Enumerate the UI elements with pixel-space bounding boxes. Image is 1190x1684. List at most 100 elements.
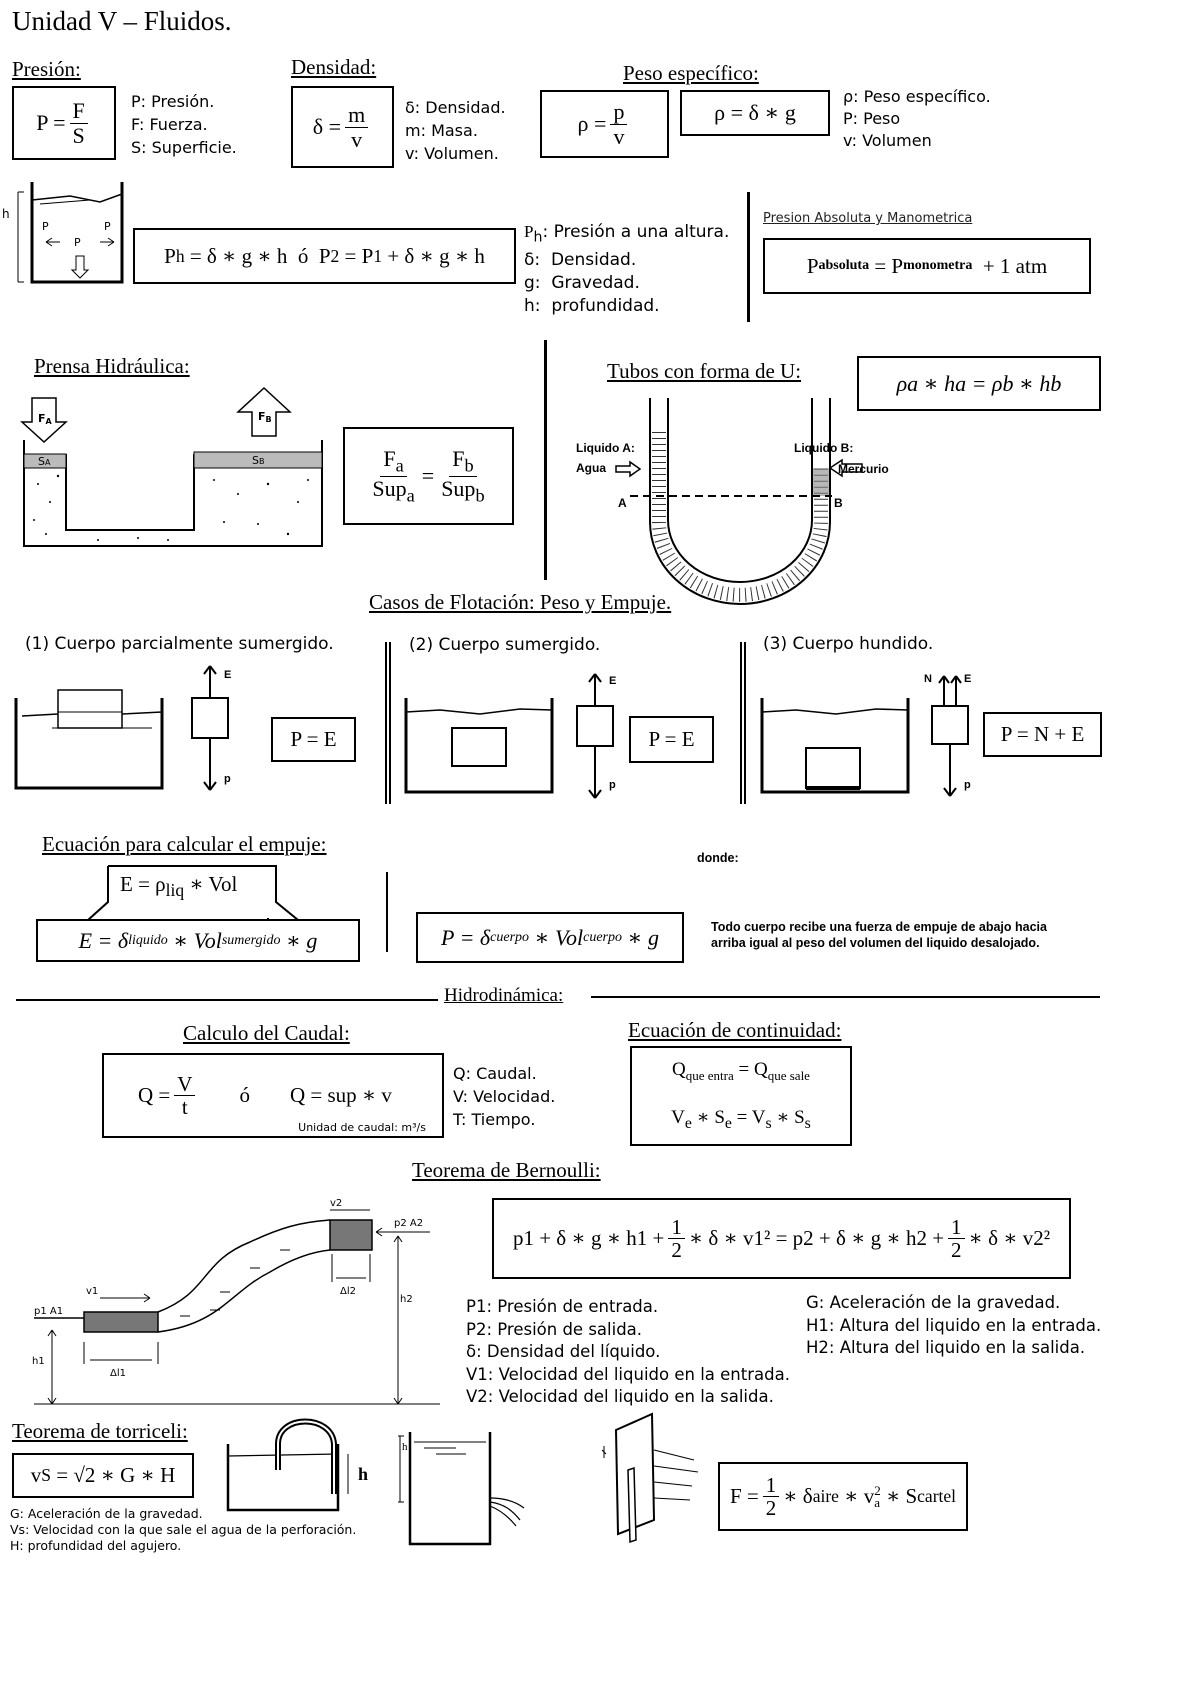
tubo-u-diagram: Liquido A: Agua Liquido B: Mercurio A B: [576, 398, 889, 605]
empuje-sub2: sumergido: [221, 932, 281, 948]
legend-line: H2: Altura del liquido en la salida.: [806, 1338, 1086, 1357]
legend-line: δ: Densidad.: [524, 249, 729, 272]
half-num: 1: [668, 1216, 685, 1239]
peso-mid: ∗ Vol: [529, 924, 584, 950]
caso-2-formula: P = E: [629, 716, 714, 763]
divider: [385, 642, 387, 804]
legend-line: H: profundidad del agujero.: [10, 1538, 182, 1553]
caso-1-formula: P = E: [271, 717, 356, 762]
liquido-b-label: Liquido B:: [794, 441, 853, 455]
dl1-label: Δl1: [110, 1368, 126, 1379]
presion-absoluta-title: Presion Absoluta y Manometrica: [763, 211, 973, 226]
p1-sub: 1: [373, 245, 383, 266]
empuje-title: Ecuación para calcular el empuje:: [42, 832, 327, 856]
cartel-num: 1: [762, 1474, 780, 1497]
legend-line: Ph: Presión a una altura.: [524, 220, 729, 249]
half-den: 2: [951, 1238, 962, 1262]
sifon-diagram: h: [226, 1418, 368, 1512]
prensa-diagram: FA FB SA SB: [20, 386, 323, 547]
pabs-sub: absoluta: [818, 258, 870, 273]
divider: [544, 340, 547, 580]
caso-3-label: (3) Cuerpo hundido.: [763, 634, 934, 654]
legend-text: : Presión a una altura.: [542, 222, 730, 242]
torricelli-sub: S: [41, 1465, 51, 1485]
half-den: 2: [671, 1238, 682, 1262]
v2-label: v2: [330, 1198, 342, 1209]
torricelli-rest: = √2 ∗ G ∗ H: [50, 1463, 176, 1487]
ph-sub: h: [175, 245, 185, 266]
p2-mid: = P: [339, 243, 374, 268]
cartel-sub1: aire: [812, 1486, 839, 1506]
legend-line: δ: Densidad.: [405, 98, 506, 117]
p2-symbol: P: [318, 243, 331, 268]
legend-sym: g:: [524, 273, 541, 294]
legend-line: V: Velocidad.: [453, 1087, 556, 1106]
legend-line: Q: Caudal.: [453, 1064, 537, 1083]
continuidad-line-2: Ve ∗ Se = Vs ∗ Ss: [671, 1107, 811, 1132]
legend-line: V1: Velocidad del liquido en la entrada.: [466, 1364, 790, 1384]
peso-especifico-title: Peso específico:: [623, 61, 759, 85]
divider: [744, 642, 746, 804]
liquido-a-label: Liquido A:: [576, 441, 635, 455]
cartel-sub2: a: [874, 1494, 880, 1510]
legend-sym: δ:: [524, 250, 541, 271]
pabs-rest: + 1 atm: [972, 253, 1048, 278]
prensa-title: Prensa Hidráulica:: [34, 354, 190, 378]
legend-line: h: profundidad.: [524, 295, 729, 318]
ph-symbol: P: [164, 243, 176, 268]
h1-label: h1: [32, 1356, 45, 1367]
bernoulli-end: ∗ δ ∗ v2²: [968, 1226, 1051, 1250]
empuje-label: E: [609, 675, 616, 687]
bernoulli-legend-left: P1: Presión de entrada. P2: Presión de s…: [466, 1296, 790, 1409]
peso-label: p: [609, 779, 616, 791]
hidrodinamica-title: Hidrodinámica:: [444, 985, 564, 1006]
pabs-eq: = P: [869, 253, 904, 278]
p-label: P: [74, 236, 81, 249]
legend-line: V2: Velocidad del liquido en la salida.: [466, 1387, 774, 1406]
divider: [747, 192, 750, 322]
legend-line: T: Tiempo.: [453, 1110, 536, 1129]
legend-text: Densidad.: [540, 250, 637, 271]
presion-altura-legend: Ph: Presión a una altura. δ: Densidad. g…: [524, 220, 729, 318]
cartel-rest1: ∗ δ: [783, 1484, 813, 1508]
cartel-sup2: 2: [874, 1482, 881, 1498]
peso-label: p: [964, 779, 971, 791]
pman-sub: monometra: [903, 258, 973, 273]
cartel-lhs: F =: [729, 1484, 759, 1508]
divider: [740, 642, 742, 804]
note-line: arriba igual al peso del volumen del liq…: [711, 936, 1040, 950]
empuje-upper-formula: E = ρliq ∗ Vol: [120, 872, 237, 901]
bernoulli-legend-right: G: Aceleración de la gravedad. H1: Altur…: [806, 1292, 1101, 1360]
legend-line: H1: Altura del liquido en la entrada.: [806, 1315, 1102, 1335]
cartel-rest2: ∗ v: [838, 1484, 875, 1508]
caudal-o: ó: [239, 1083, 250, 1107]
densidad-title: Densidad:: [291, 55, 377, 79]
arquimedes-note: Todo cuerpo recibe una fuerza de empuje …: [711, 919, 1047, 951]
bernoulli-mid: ∗ δ ∗ v1² = p2 + δ ∗ g ∗ h2 +: [688, 1226, 945, 1250]
caudal-legend: Q: Caudal. V: Velocidad. T: Tiempo.: [453, 1062, 555, 1131]
peso-especifico-lhs: ρ =: [577, 111, 607, 136]
sb-label: SB: [252, 454, 264, 467]
peso-especifico-legend: ρ: Peso específico. P: Peso v: Volumen: [843, 86, 991, 152]
caso-2-tank: [404, 698, 554, 794]
tubos-u-title: Tubos con forma de U:: [607, 359, 802, 383]
densidad-lhs: δ =: [312, 114, 342, 139]
fa-label: FA: [38, 412, 53, 426]
legend-sym: h:: [524, 296, 541, 317]
p2-rest: + δ ∗ g ∗ h: [382, 243, 485, 268]
peso-label: p: [224, 773, 231, 785]
caudal-den: t: [181, 1095, 188, 1119]
bernoulli-diagram: p1 A1 v1 v2 p2 A2 h1 h2 Δl1 Δl2: [32, 1198, 440, 1405]
legend-line: δ: Densidad del líquido.: [466, 1342, 661, 1361]
bernoulli-title: Teorema de Bernoulli:: [412, 1158, 601, 1182]
p2-label: p2 A2: [394, 1218, 423, 1229]
continuidad-title: Ecuación de continuidad:: [628, 1018, 842, 1042]
prensa-num-right: Fb: [449, 447, 477, 477]
caso-2-forces: E p: [576, 673, 616, 799]
peso-rest: ∗ g: [622, 924, 659, 950]
h-label: h: [402, 1441, 408, 1453]
